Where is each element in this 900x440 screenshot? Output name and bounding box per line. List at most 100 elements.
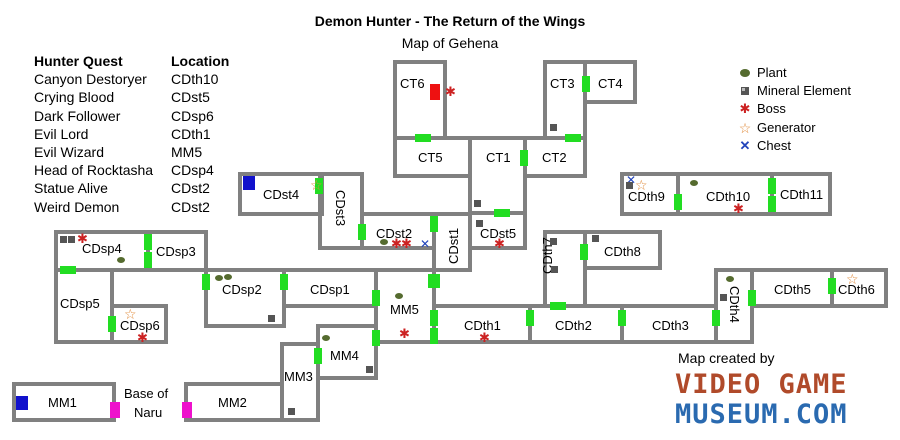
- room-cdsp3: [146, 230, 208, 272]
- room-label-cdst1: CDst1: [446, 228, 461, 264]
- room-label-mm5: MM5: [390, 302, 419, 317]
- door: [768, 178, 776, 194]
- door: [358, 224, 366, 240]
- credit-line: Map created by: [678, 350, 775, 366]
- door: [520, 150, 528, 166]
- location-column-header: Location: [171, 53, 230, 69]
- boss-icon: ✱: [391, 237, 402, 252]
- room-label-cdth6: CDth6: [838, 282, 875, 297]
- boss-icon: ✱: [401, 237, 412, 252]
- door: [372, 290, 380, 306]
- boss-icon: ✱: [733, 202, 744, 217]
- quest-name: Head of Rocktasha: [34, 162, 154, 179]
- quest-name: Statue Alive: [34, 180, 108, 197]
- mineral-icon: [60, 236, 67, 243]
- quest-row: Evil Wizard MM5: [34, 143, 229, 161]
- door: [430, 328, 438, 344]
- room-label-cdst2: CDst2: [376, 226, 412, 241]
- legend-label: Chest: [757, 137, 791, 153]
- mineral-icon: [626, 182, 633, 189]
- locked-door-blue: [243, 176, 255, 190]
- door: [415, 134, 431, 142]
- legend-label: Boss: [757, 101, 786, 117]
- door: [315, 178, 323, 194]
- room-label-mm3: MM3: [284, 369, 313, 384]
- room-label-mm2: MM2: [218, 395, 247, 410]
- room-label-cdsp2: CDsp2: [222, 282, 262, 297]
- room-label-ct1: CT1: [486, 150, 511, 165]
- mineral-icon: [288, 408, 295, 415]
- mineral-icon: [737, 86, 753, 96]
- boss-icon: ✱: [739, 101, 751, 117]
- door: [144, 234, 152, 250]
- chest-icon: ✕: [739, 137, 751, 153]
- base-label-line1: Base of: [124, 386, 168, 401]
- mineral-icon: [366, 366, 373, 373]
- legend-item-boss: ✱ Boss: [737, 100, 851, 118]
- generator-icon: ☆: [738, 119, 752, 136]
- quest-location: CDst5: [171, 89, 210, 106]
- door: [372, 330, 380, 346]
- mineral-icon: [550, 238, 557, 245]
- room-label-ct2: CT2: [542, 150, 567, 165]
- room-label-mm4: MM4: [330, 348, 359, 363]
- quest-location: CDsp6: [171, 107, 214, 124]
- room-label-cdth9: CDth9: [628, 189, 665, 204]
- plant-icon: [737, 68, 753, 78]
- mineral-markers: [60, 124, 727, 415]
- room-label-ct5: CT5: [418, 150, 443, 165]
- plant-icon: [395, 293, 403, 299]
- base-label-line2: Naru: [134, 405, 162, 420]
- plant-icon: [224, 274, 232, 280]
- room-label-cdsp1: CDsp1: [310, 282, 350, 297]
- boss-icon: ✱: [445, 85, 456, 100]
- room-label-cdth10: CDth10: [706, 189, 750, 204]
- quest-column-header: Hunter Quest: [34, 53, 123, 69]
- door: [550, 302, 566, 310]
- door: [674, 194, 682, 210]
- door: [60, 266, 76, 274]
- doors: [16, 76, 836, 418]
- quest-name: Crying Blood: [34, 89, 115, 106]
- generator-icon: ☆: [635, 178, 648, 194]
- map-subtitle: Map of Gehena: [401, 35, 499, 51]
- generator-icon: ☆: [310, 178, 323, 194]
- boss-icon: ✱: [479, 331, 490, 346]
- room-label-cdsp4: CDsp4: [82, 241, 122, 256]
- door: [314, 348, 322, 364]
- room-label-cdsp5: CDsp5: [60, 296, 100, 311]
- chest-icon: ✕: [626, 173, 636, 187]
- logo-line1: VIDEO GAME: [675, 369, 848, 400]
- quest-location: MM5: [171, 144, 203, 161]
- door: [430, 216, 438, 232]
- map-title: Demon Hunter - The Return of the Wings: [314, 13, 586, 29]
- quest-table-header: Hunter Quest Location: [34, 52, 229, 70]
- locked-door-red: [430, 84, 440, 100]
- room-label-cdth2: CDth2: [555, 318, 592, 333]
- site-logo: VIDEO GAME MUSEUM.COM: [675, 370, 848, 430]
- chest-icon: ✕: [420, 237, 430, 251]
- mineral-icon: [592, 235, 599, 242]
- room-label-mm1: MM1: [48, 395, 77, 410]
- mineral-icon: [551, 266, 558, 273]
- mineral-icon: [474, 200, 481, 207]
- boss-icon: ✱: [399, 327, 410, 342]
- room-label-cdst5: CDst5: [480, 226, 516, 241]
- quest-row: Crying Blood CDst5: [34, 88, 229, 106]
- quest-name: Evil Wizard: [34, 144, 105, 161]
- quest-location: CDst2: [171, 198, 210, 215]
- locked-door-pink: [182, 402, 192, 418]
- room-label-cdst4: CDst4: [263, 187, 299, 202]
- boss-icon: ✱: [77, 232, 88, 247]
- room-label-cdth11: CDth11: [780, 187, 823, 202]
- plant-icon: [322, 335, 330, 341]
- door: [526, 310, 534, 326]
- room-label-ct6: CT6: [400, 76, 425, 91]
- legend-item-mineral: Mineral Element: [737, 82, 851, 100]
